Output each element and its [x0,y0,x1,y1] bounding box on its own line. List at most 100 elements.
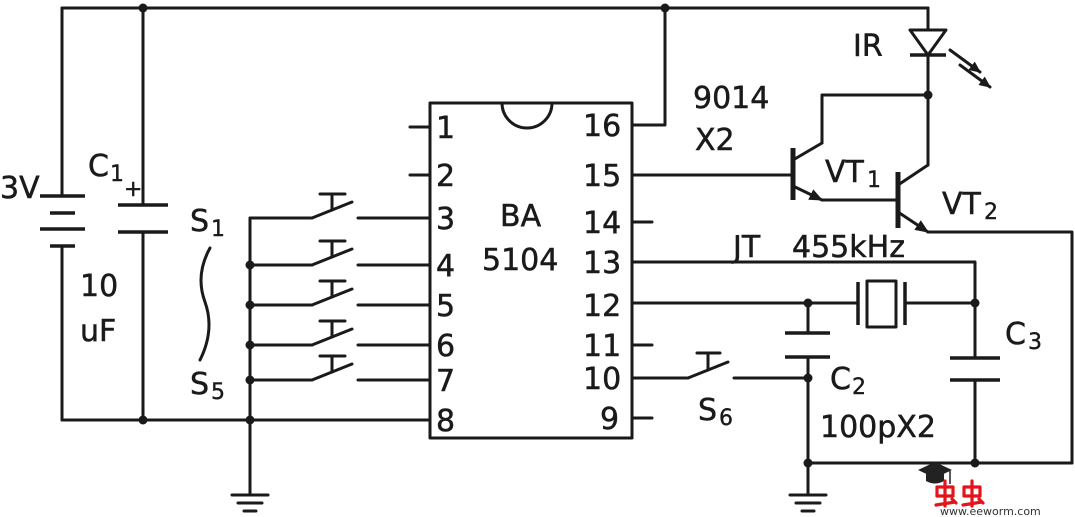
crystal-frequency: 455kHz [792,230,905,265]
junction-dot [923,90,933,100]
vt1-emitter-arrow [808,189,824,201]
capacitor-c2 [785,331,830,359]
junction-dot [245,375,255,385]
ir-led-label: IR [853,29,883,64]
transistor-quantity: X2 [695,123,735,158]
c2-label: C [830,362,851,397]
s1-label: S [190,204,209,239]
junction-dot [803,298,813,308]
vt1-label-sub: 1 [867,168,881,193]
chip-pin-label: 16 [583,109,621,144]
crystal-body [865,279,898,329]
wires [60,6,1074,497]
capacitor-c3 [950,356,1000,382]
vt2-emitter-arrow [914,220,930,233]
chip-body [428,101,634,440]
switch-s5 [248,354,432,382]
c2-label-sub: 2 [852,375,866,400]
crystal-jt [856,279,907,329]
chip-pin-label: 13 [583,246,621,281]
switch-button [318,192,347,212]
junction-dot [245,260,255,270]
c3-label-sub: 3 [1028,330,1042,355]
s1-label-sub: 1 [211,217,225,242]
watermark-logo [934,479,985,508]
chip-pin-label: 3 [436,202,455,237]
vt1-label: VT [825,155,865,190]
graduation-cap-icon [918,462,952,484]
chip-notch [500,101,554,130]
c1-value-bottom: uF [80,314,116,349]
vt2-label: VT [942,187,982,222]
switch-button [695,351,722,372]
c1-polarity: + [124,177,142,202]
crystal-label: JT [731,230,761,265]
ir-led [908,28,992,89]
junction-dot [803,373,813,383]
chip-pin-label: 9 [600,402,619,437]
c3-label: C [1005,317,1026,352]
chip-pin-label: 11 [583,329,621,364]
ground-left [230,493,270,513]
junction-dot [245,300,255,310]
switch-button [318,354,347,374]
capacitor-c1 [118,203,168,234]
transistor-model: 9014 [693,81,769,116]
chip-label-line2: 5104 [482,243,558,278]
ir-led-triangle [908,28,948,57]
chip-pin-label: 12 [583,289,621,324]
chip-ba5104 [428,101,634,440]
logo-glyph [961,479,985,508]
battery-label: 3V [0,171,40,206]
ir-emission-arrowhead [978,76,991,88]
pin16-wire [630,6,667,127]
switch-s6 [686,351,730,380]
junction-dot [803,458,813,468]
logo-glyph [934,479,958,508]
junction-dot [138,3,148,13]
chip-pin-label: 10 [583,362,621,397]
s5-label: S [190,367,209,402]
c2-value: 100pX2 [820,410,936,445]
chip-pin-label: 5 [436,289,455,324]
battery [40,194,85,248]
chip-pin-label: 7 [436,364,455,399]
cap-base [926,474,944,484]
switch-button [318,239,347,259]
s5-label-sub: 5 [211,380,225,405]
junction-dot [660,3,670,13]
junction-dot [970,458,980,468]
labels: 3V C 1 + 10 uF S 1 S 5 BA 5104 1 2 3 4 5… [0,29,1042,446]
switch-button [318,279,347,299]
chip-pin-label: 6 [436,329,455,364]
junction-dot [245,415,255,425]
transistor-vt1 [790,141,824,202]
chip-pin-label: 4 [436,249,455,284]
chip-label-line1: BA [500,199,542,234]
ir-emission-arrowhead [968,61,981,73]
switch-s3 [248,279,432,307]
junction-dot [138,415,148,425]
transistor-vt2 [895,163,930,234]
c1-label: C [88,149,109,184]
chip-pin-label: 14 [583,206,621,241]
s6-label-sub: 6 [719,406,733,431]
switch-s1 [248,192,432,220]
pin13-wire [630,260,977,305]
s6-label: S [698,393,717,428]
vt2-emitter-wire [926,230,1074,465]
chip-pin-label: 15 [583,159,621,194]
chip-pin-label: 2 [436,159,455,194]
vt2-collector [896,163,930,187]
chip-pin-label: 1 [436,111,455,146]
junction-dot [970,298,980,308]
watermark: www.eeworm.com [918,462,1041,517]
vt1-collector [791,141,824,162]
vt2-label-sub: 2 [984,200,998,225]
ground-line [788,493,828,513]
chip-pin-label: 8 [436,404,455,439]
junctions [138,3,980,468]
watermark-url: www.eeworm.com [940,505,1041,517]
c1-label-sub: 1 [110,162,124,187]
